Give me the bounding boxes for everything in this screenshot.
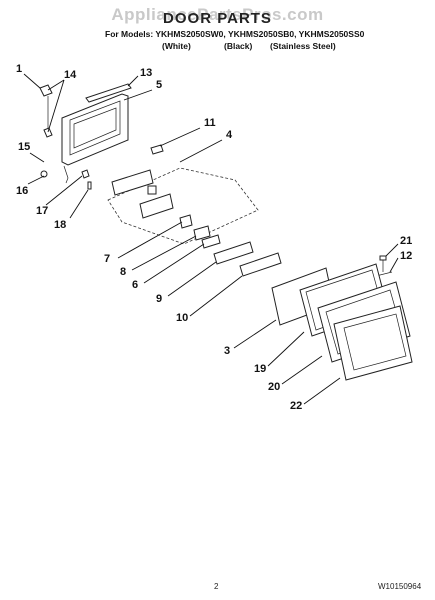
callout-5: 5	[156, 79, 162, 91]
part-5-bottom-edge	[63, 165, 69, 184]
part-21-screw	[379, 255, 387, 261]
callout-7: 7	[104, 253, 110, 265]
part-11-latch	[150, 144, 164, 155]
document-number: W10150964	[378, 582, 422, 591]
callout-8: 8	[120, 266, 126, 278]
part-4-board-lower	[139, 193, 174, 219]
part-9	[213, 241, 254, 265]
part-13-strip	[85, 83, 132, 103]
part-4-board-upper	[111, 169, 154, 196]
part-5-window-inner	[73, 107, 117, 149]
callout-6: 6	[132, 279, 138, 291]
watermark: AppliancePartsPros.com	[111, 5, 324, 24]
part-6	[201, 234, 221, 249]
callout-9: 9	[156, 293, 162, 305]
part-1-hinge	[39, 84, 53, 97]
model-list: For Models: YKHMS2050SW0, YKHMS2050SB0, …	[105, 29, 365, 39]
leader-lines	[23, 73, 399, 405]
callout-14: 14	[64, 69, 77, 81]
part-22-inner	[343, 313, 407, 371]
part-4-chip	[147, 185, 157, 195]
callout-20: 20	[268, 381, 280, 393]
variant-stainless: (Stainless Steel)	[270, 41, 336, 51]
callout-10: 10	[176, 312, 188, 324]
callout-11: 11	[204, 117, 216, 129]
callout-19: 19	[254, 363, 266, 375]
part-14-pin	[43, 127, 53, 138]
callout-15: 15	[18, 141, 30, 153]
part-7	[179, 214, 193, 229]
callout-18: 18	[54, 219, 66, 231]
part-16-screw	[40, 170, 48, 178]
callout-17: 17	[36, 205, 48, 217]
part-5-window	[69, 100, 121, 156]
callout-3: 3	[224, 345, 230, 357]
mounting-outline	[107, 167, 259, 245]
part-22-frame	[333, 305, 413, 381]
page-title: DOOR PARTS	[163, 10, 272, 27]
part-10	[239, 252, 282, 277]
callout-12: 12	[400, 250, 412, 262]
callout-16: 16	[16, 185, 28, 197]
variant-white: (White)	[162, 41, 191, 51]
callout-21: 21	[400, 235, 412, 247]
page-number: 2	[214, 582, 219, 591]
callout-22: 22	[290, 400, 302, 412]
callout-4: 4	[226, 129, 233, 141]
part-18-spring	[87, 181, 92, 190]
part-5-door-frame	[61, 93, 129, 166]
callout-13: 13	[140, 67, 152, 79]
callout-1: 1	[16, 63, 22, 75]
variant-black: (Black)	[224, 41, 253, 51]
part-17-clip	[81, 169, 90, 179]
